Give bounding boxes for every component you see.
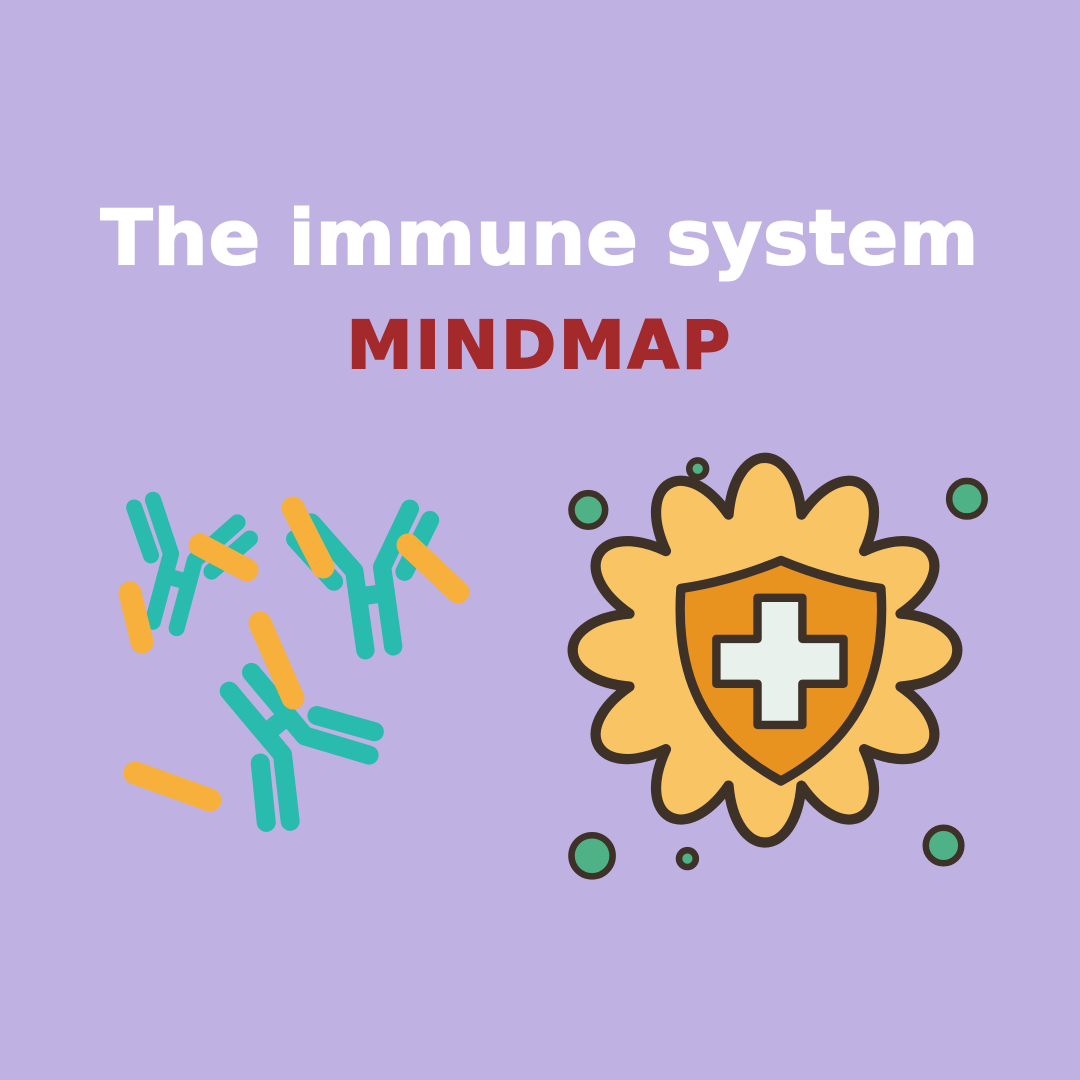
title-block: The immune system MINDMAP bbox=[0, 0, 1080, 382]
green-dots bbox=[568, 457, 988, 880]
antigen-dashes bbox=[118, 496, 470, 812]
antigen-dash-icon bbox=[188, 533, 259, 582]
antigen-dash-icon bbox=[118, 581, 154, 654]
green-dot-icon bbox=[675, 846, 700, 871]
antigen-dash-icon bbox=[281, 496, 335, 579]
medical-cross-icon bbox=[712, 593, 848, 730]
antigen-dash-icon bbox=[396, 533, 470, 604]
page-title: The immune system bbox=[100, 193, 980, 282]
green-dot-icon bbox=[568, 831, 616, 880]
green-dot-icon bbox=[945, 477, 988, 520]
immune-cell-illustration bbox=[567, 452, 988, 880]
antigen-dash-icon bbox=[123, 761, 222, 812]
page-subtitle: MINDMAP bbox=[346, 306, 734, 384]
green-dot-icon bbox=[922, 824, 965, 867]
antibodies-illustration bbox=[80, 450, 470, 870]
green-dot-icon bbox=[568, 489, 609, 531]
green-dot-icon bbox=[686, 457, 710, 481]
antigen-dash-icon bbox=[248, 611, 305, 710]
